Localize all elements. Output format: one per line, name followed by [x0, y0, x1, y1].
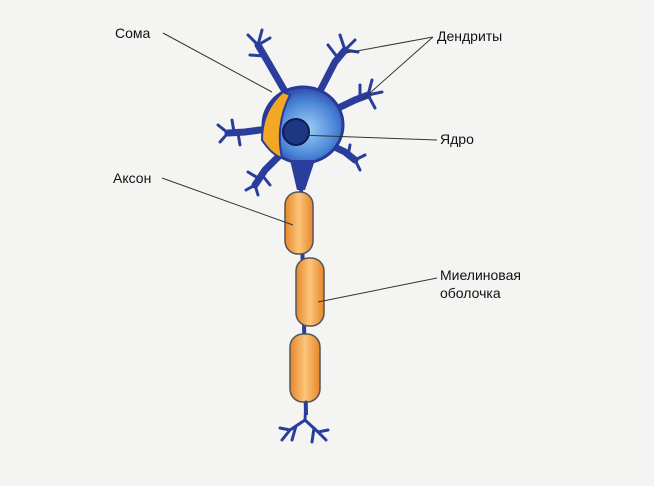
axon-hillock — [290, 160, 315, 190]
label-myelin-1: Миелиновая — [440, 267, 521, 283]
label-axon: Аксон — [113, 170, 152, 186]
nucleus — [282, 118, 310, 146]
axon-terminals — [278, 400, 330, 444]
label-nucleus: Ядро — [440, 131, 474, 147]
label-dendrites: Дендриты — [437, 28, 503, 44]
leader-lines — [161, 32, 438, 303]
label-myelin-2: оболочка — [440, 285, 501, 301]
myelin-sheath — [284, 191, 325, 403]
label-soma: Сома — [115, 25, 151, 41]
cytoplasm — [260, 90, 292, 160]
